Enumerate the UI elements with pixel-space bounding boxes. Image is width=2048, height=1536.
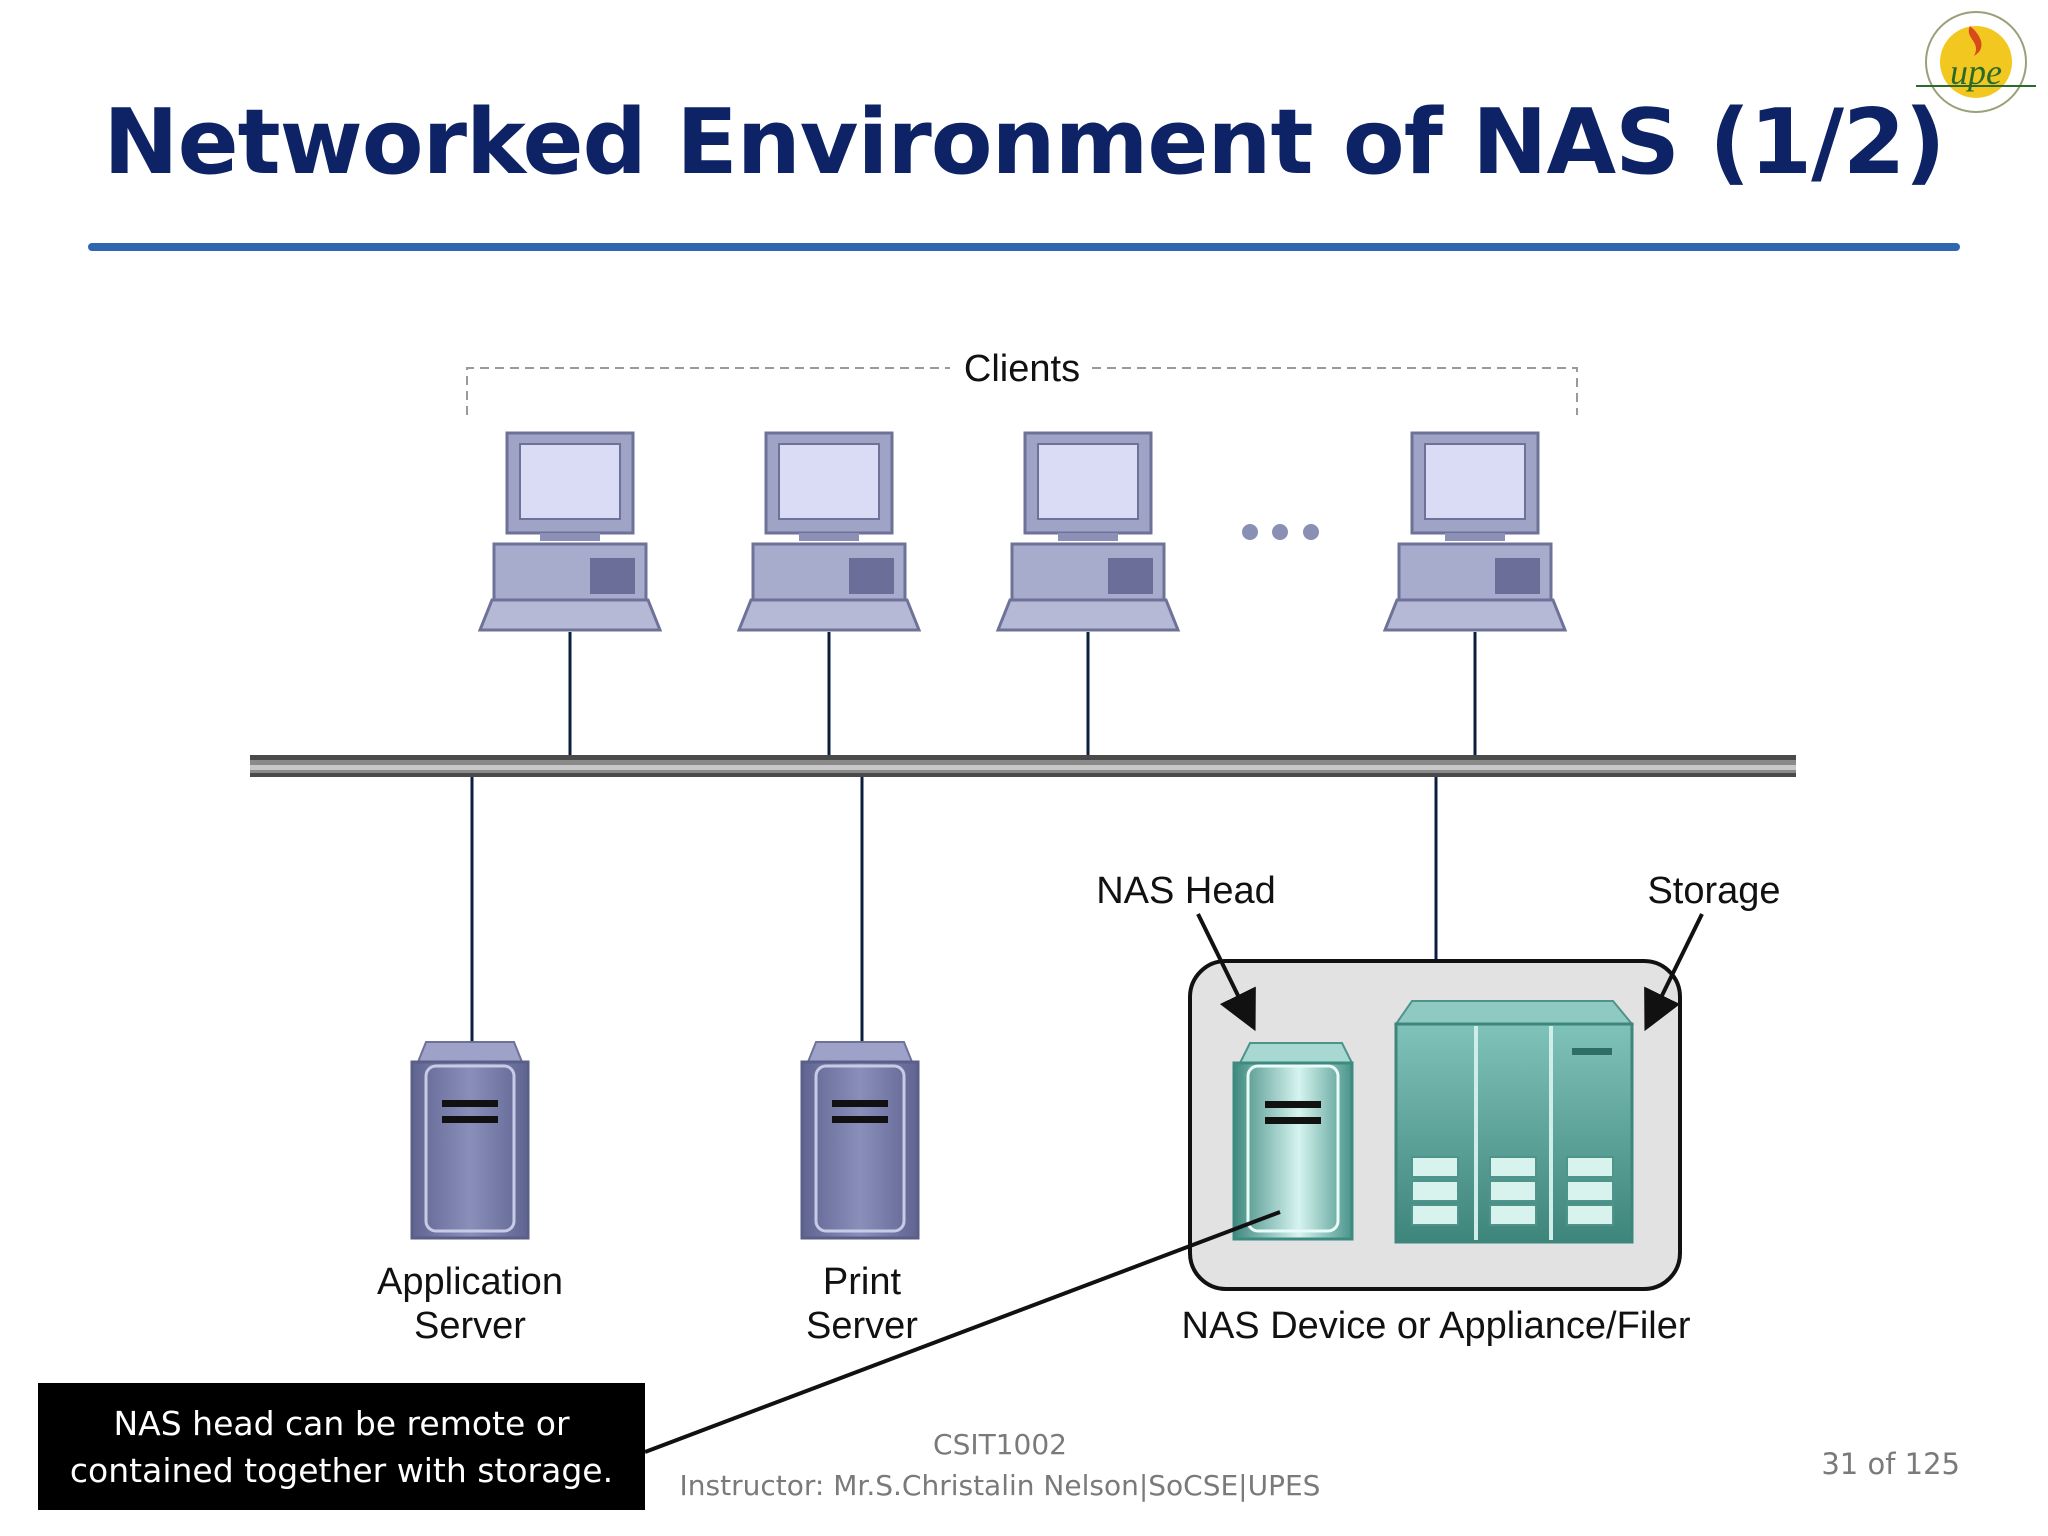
client-computer-2	[737, 431, 921, 632]
nas-head-arrow	[1196, 913, 1256, 1032]
client-computer-3	[996, 431, 1180, 632]
print-server	[800, 1040, 920, 1240]
nas-device-label: NAS Device or Appliance/Filer	[1182, 1305, 1691, 1347]
callout-line-2: contained together with storage.	[69, 1451, 614, 1490]
footer-instructor: Instructor: Mr.S.Christalin Nelson|SoCSE…	[679, 1469, 1321, 1502]
application-server-label-line2: Server	[414, 1305, 526, 1347]
nas-head-unit	[1232, 1042, 1354, 1241]
print-server-label-line1: Print	[823, 1261, 902, 1303]
network-bus	[250, 755, 1796, 777]
callout-note: NAS head can be remote or contained toge…	[38, 1383, 645, 1510]
page-number: 31 of 125	[1821, 1447, 1960, 1481]
callout-line-1: NAS head can be remote or	[113, 1404, 570, 1443]
client-computer-4	[1383, 431, 1567, 632]
server-connection-lines	[470, 777, 1438, 1042]
slide-title: Networked Environment of NAS (1/2)	[103, 90, 1945, 195]
nas-head-label: NAS Head	[1096, 870, 1276, 912]
university-logo: upe	[1916, 11, 2036, 113]
client-computer-1	[478, 431, 662, 632]
footer-course-code: CSIT1002	[933, 1428, 1067, 1461]
storage-label: Storage	[1647, 870, 1780, 912]
print-server-label-line2: Server	[806, 1305, 918, 1347]
more-clients-ellipsis	[1242, 524, 1319, 540]
application-server	[410, 1040, 530, 1240]
storage-arrow	[1644, 913, 1704, 1032]
callout-pointer-line	[644, 1210, 1281, 1454]
clients-label: Clients	[964, 348, 1080, 390]
application-server-label-line1: Application	[377, 1261, 563, 1303]
title-underline	[88, 243, 1960, 251]
client-connection-lines	[568, 632, 1477, 756]
clients-bracket	[466, 367, 1578, 415]
storage-array	[1394, 1000, 1635, 1244]
